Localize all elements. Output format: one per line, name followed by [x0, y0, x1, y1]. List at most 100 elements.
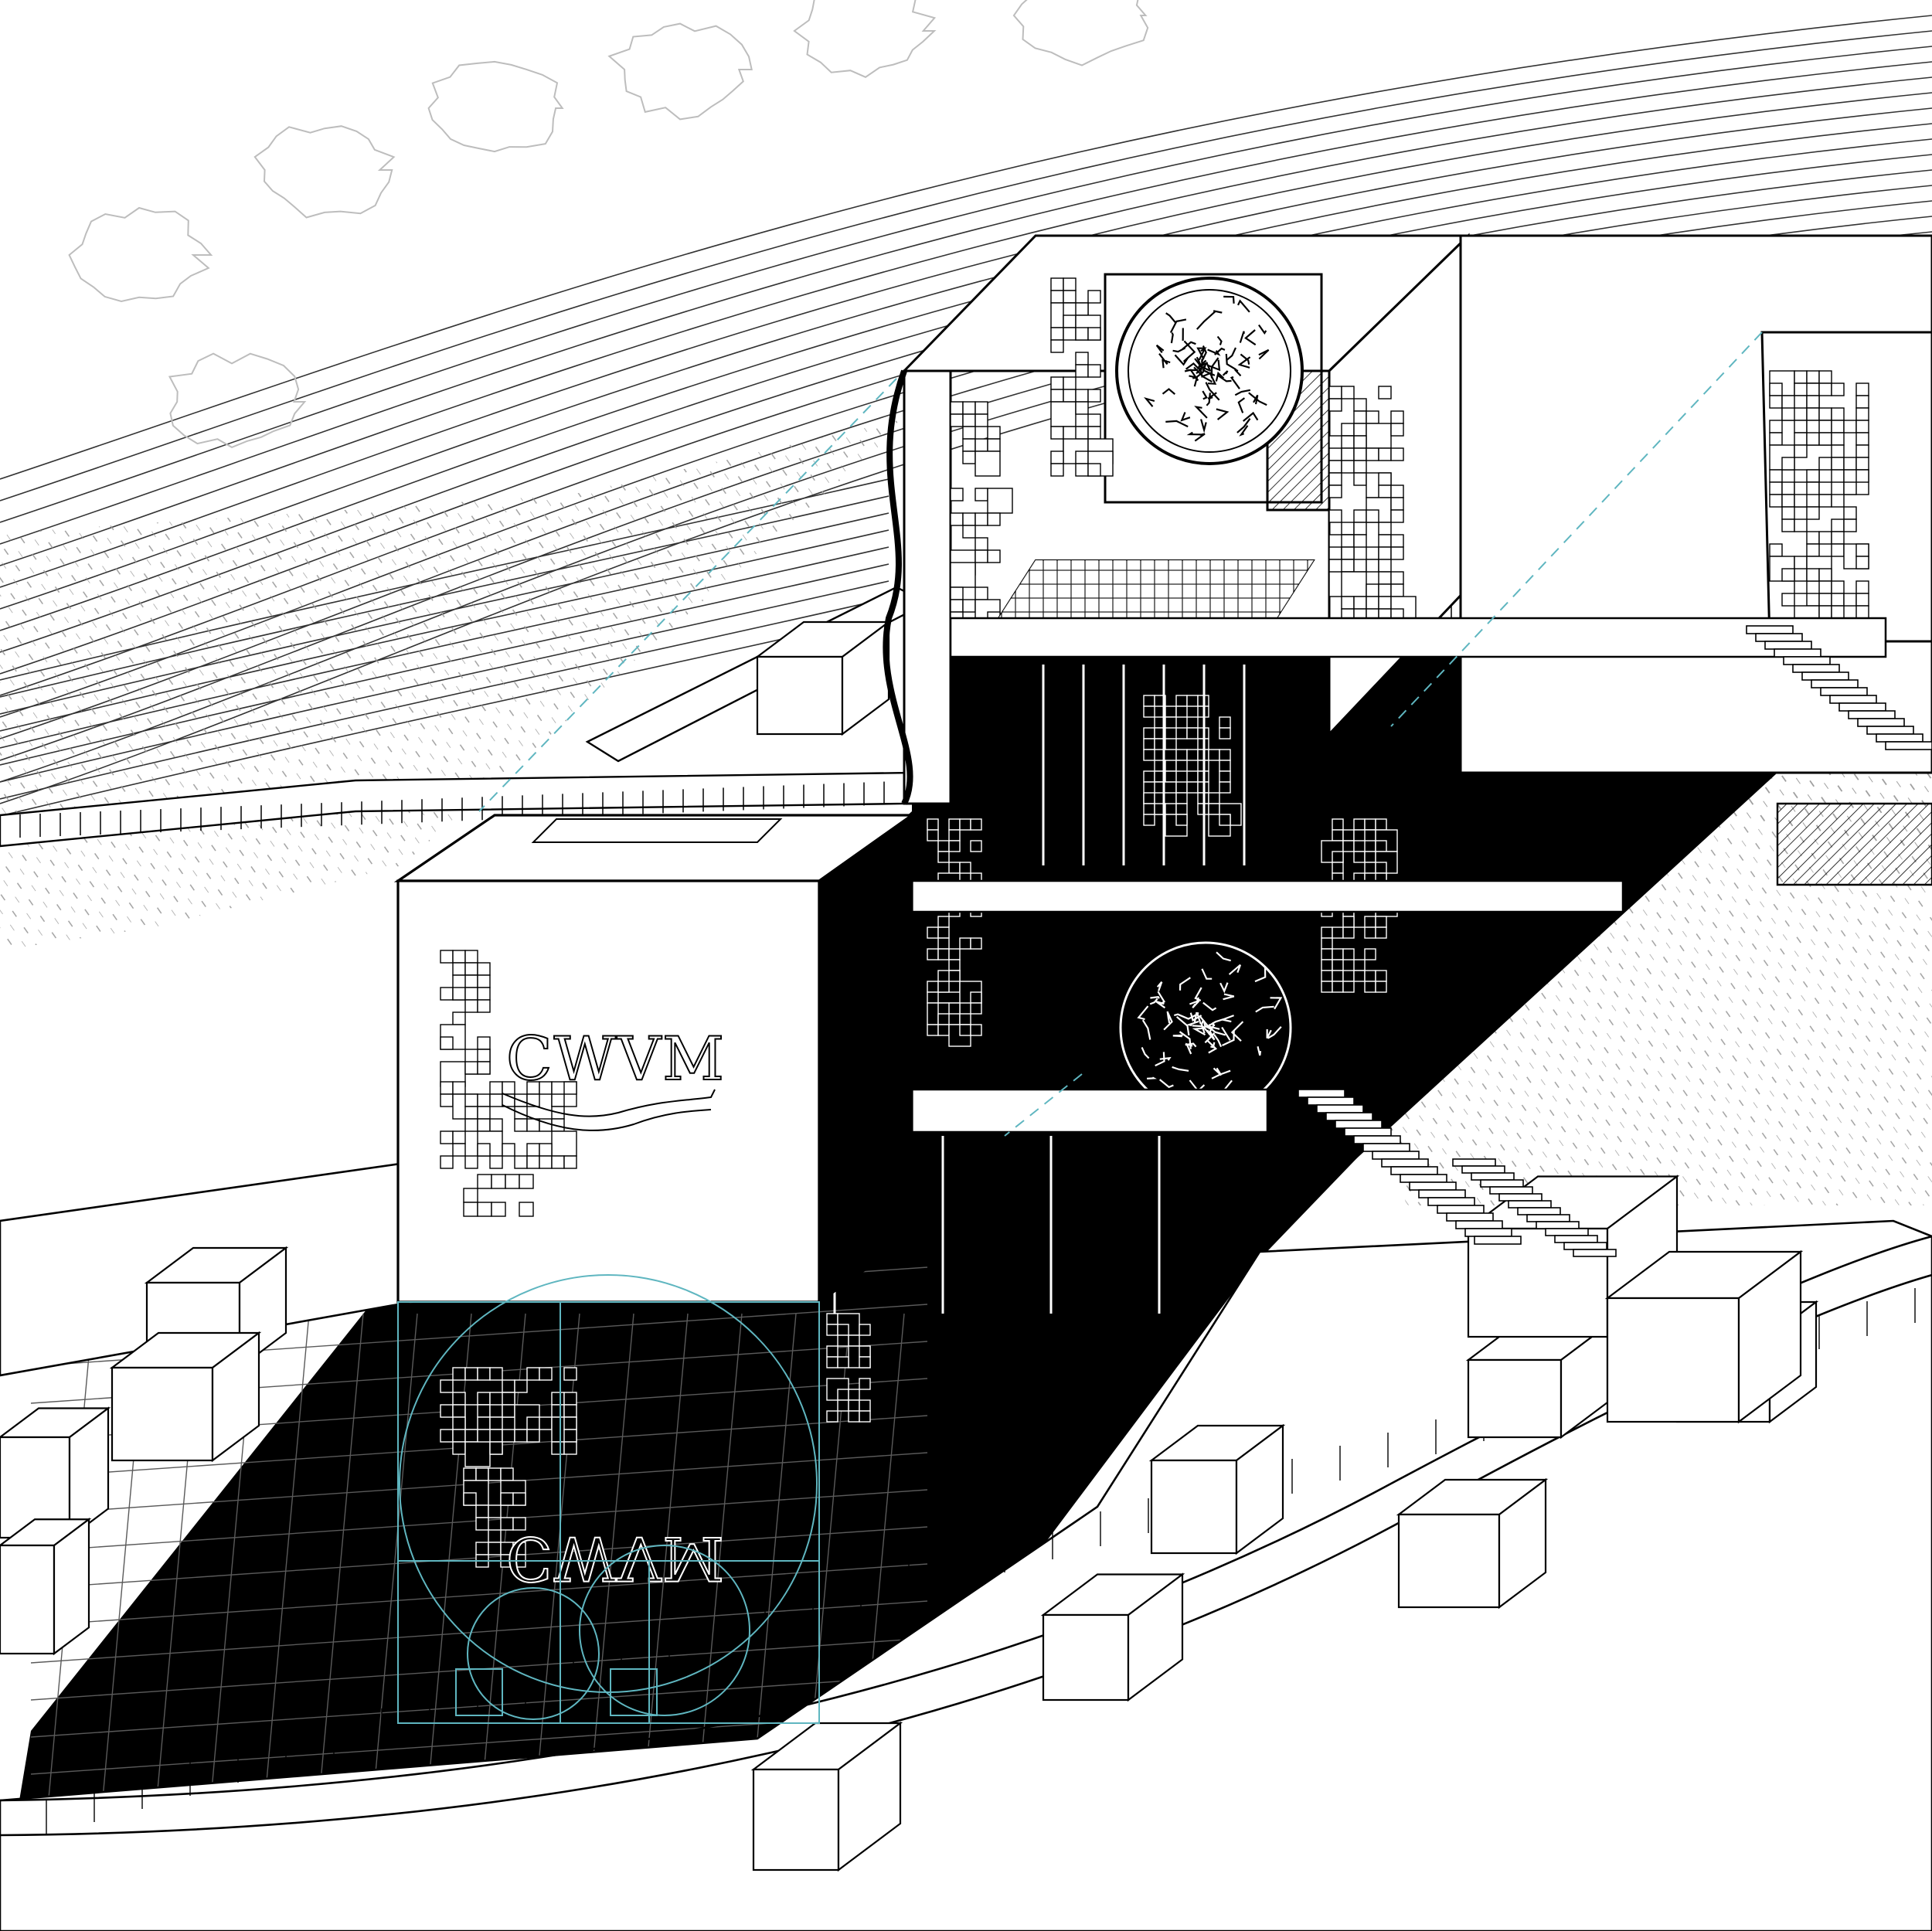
medallion-stroke [1206, 1039, 1218, 1054]
mosaic-tile [1075, 302, 1089, 316]
stair-tread [1390, 1166, 1438, 1175]
mosaic-tile [1332, 829, 1344, 841]
mosaic-tile [1366, 509, 1379, 523]
mosaic-tile [1831, 469, 1845, 483]
mosaic-tile [1353, 472, 1367, 486]
mosaic-tile [1075, 352, 1089, 365]
stair-tread [1792, 664, 1840, 673]
mosaic-tile [1375, 840, 1387, 852]
mosaic-tile [1769, 420, 1783, 433]
mosaic-tile [1087, 413, 1101, 427]
mosaic-tile [500, 1492, 514, 1506]
mosaic-tile [1175, 814, 1188, 826]
mosaic-tile [1806, 543, 1820, 557]
stair-tread [1801, 671, 1849, 681]
mosaic-tile [1353, 534, 1367, 548]
mosaic-tile [502, 1379, 515, 1393]
mosaic-tile [539, 1155, 553, 1169]
mosaic-tile [950, 401, 964, 415]
mosaic-tile [1341, 447, 1355, 461]
medallion-stroke [1189, 997, 1199, 1005]
plaza-block [0, 1406, 111, 1540]
mosaic-tile [1328, 398, 1342, 412]
mosaic-tile [1831, 518, 1845, 532]
mosaic-tile [512, 1517, 526, 1531]
mosaic-tile [1219, 781, 1231, 794]
mosaic-tile [1831, 580, 1845, 594]
mosaic-tile [826, 1356, 838, 1368]
mosaic-tile [970, 818, 982, 831]
mosaic-tile [1353, 851, 1366, 863]
mosaic-tile [1087, 364, 1101, 378]
medallion-stroke [1239, 425, 1249, 437]
stair-tread [1464, 1228, 1512, 1237]
medallion-stroke [1170, 332, 1174, 344]
mosaic-tile [1364, 926, 1376, 939]
mosaic-tile [1781, 407, 1795, 421]
mosaic-tile [1378, 522, 1392, 535]
medallion-stroke [1172, 347, 1186, 353]
mosaic-tile [1165, 770, 1177, 783]
mosaic-tile [452, 962, 466, 976]
mosaic-tile [1075, 463, 1089, 477]
medallion-stroke [1202, 390, 1208, 400]
mosaic-tile [1050, 339, 1064, 353]
medallion-lower-icon [1119, 941, 1292, 1114]
mosaic-tile [452, 1416, 466, 1430]
mosaic-tile [959, 1013, 971, 1025]
mosaic-tile [1353, 970, 1366, 982]
mosaic-tile [519, 1202, 534, 1217]
spiral-arc [579, 1545, 750, 1716]
mosaic-tile [1364, 948, 1376, 960]
mosaic-tile [1378, 484, 1392, 498]
mosaic-tile [859, 1324, 871, 1336]
mosaic-tile [464, 1118, 478, 1132]
mosaic-tile [1855, 432, 1869, 446]
mosaic-tile [563, 1155, 577, 1169]
mosaic-tile [859, 1345, 871, 1358]
mosaic-tile [1165, 803, 1177, 815]
stair-tread [1480, 1179, 1524, 1188]
stair-tread [1517, 1207, 1561, 1215]
mosaic-tile [1143, 814, 1155, 826]
mosaic-tile [1375, 981, 1387, 993]
stair-tread [1508, 1200, 1552, 1209]
mosaic-tile [1321, 948, 1333, 960]
facade-swoosh [502, 1089, 716, 1131]
mosaic-tile [1175, 705, 1188, 718]
mosaic-tile [1332, 970, 1344, 982]
medallion-stroke [1189, 1012, 1202, 1022]
mosaic-tile [1219, 814, 1231, 826]
mosaic-tile [962, 426, 976, 440]
mosaic-tile [1341, 460, 1355, 474]
mosaic-tile [1219, 727, 1231, 739]
medallion-stroke [1194, 987, 1202, 1001]
mosaic-tile [1375, 916, 1387, 928]
mosaic-tile [563, 1081, 577, 1095]
mosaic-tile [477, 1202, 492, 1217]
mosaic-tile [1806, 481, 1820, 495]
mosaic-tile [539, 1416, 553, 1430]
mosaic-tile [1063, 327, 1077, 341]
mosaic-tile [1219, 716, 1231, 729]
medallion-stroke [1165, 420, 1189, 428]
mosaic-tile [1328, 509, 1342, 523]
medallion-stroke [1243, 411, 1259, 422]
mosaic-tile [1186, 716, 1199, 729]
medallion-stroke [1214, 347, 1226, 355]
mosaic-tile [1831, 432, 1845, 446]
plaza-block [0, 1518, 92, 1656]
mosaic-tile [1186, 770, 1199, 783]
medallion-stroke [1147, 1076, 1157, 1079]
mosaic-tile [1390, 534, 1404, 548]
mosaic-tile [551, 1155, 565, 1169]
mosaic-tile [948, 948, 961, 960]
medallion-stroke [1223, 993, 1235, 1001]
medallion-stroke [1200, 1019, 1206, 1034]
mosaic-tile [1353, 959, 1366, 971]
mosaic-tile [937, 840, 950, 852]
mosaic-tile [962, 401, 976, 415]
mosaic-tile [848, 1399, 860, 1412]
mosaic-tile [1075, 426, 1089, 440]
mosaic-tile [1186, 781, 1199, 794]
